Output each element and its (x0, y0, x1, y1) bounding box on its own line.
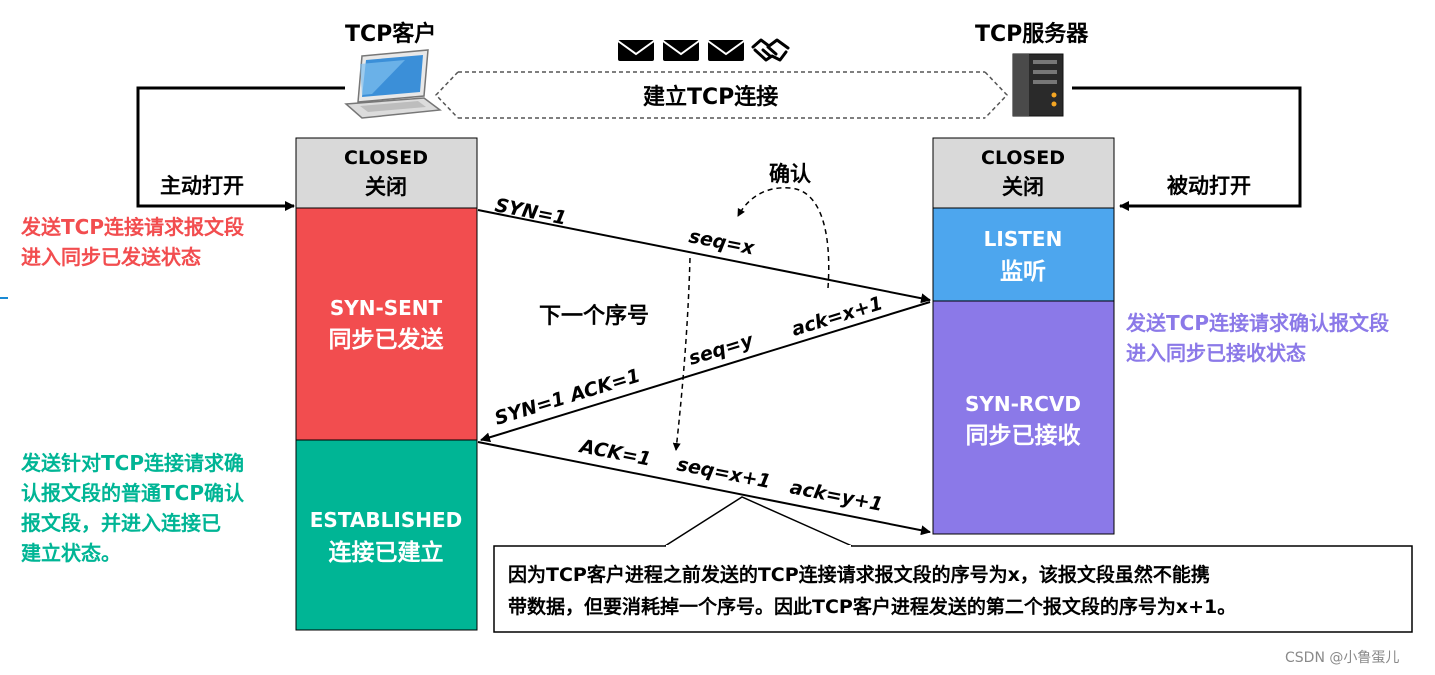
server-listen-en: LISTEN (984, 227, 1063, 251)
connection-label: 建立TCP连接 (643, 84, 778, 110)
client-established-zh: 连接已建立 (329, 539, 444, 566)
server-send-note-1: 发送TCP连接请求确认报文段 (1125, 311, 1389, 335)
client-syn-sent-en: SYN-SENT (330, 296, 443, 320)
client-state-established (295, 439, 478, 631)
synack-ack-label: ack=x+1 (789, 292, 885, 341)
server-syn-rcvd-zh: 同步已接收 (966, 422, 1081, 449)
server-send-note-2: 进入同步已接收状态 (1126, 341, 1306, 365)
server-closed-zh: 关闭 (1002, 175, 1044, 199)
client-state-syn-sent (295, 207, 478, 441)
client-ack-note-4: 建立状态。 (21, 541, 121, 565)
server-state-syn-rcvd (932, 300, 1115, 535)
server-closed-en: CLOSED (981, 147, 1065, 169)
active-open-arrow (136, 86, 345, 211)
client-ack-note-3: 报文段，并进入连接已 (21, 511, 221, 535)
client-closed-zh: 关闭 (365, 175, 407, 199)
confirm-label: 确认 (769, 162, 811, 186)
watermark: CSDN @小鲁蛋儿 (1285, 650, 1399, 666)
synack-segment-arrow (480, 301, 931, 443)
passive-open-arrow (1072, 86, 1302, 211)
client-send-note-2: 进入同步已发送状态 (21, 245, 201, 269)
server-state-listen (932, 207, 1115, 302)
client-established-en: ESTABLISHED (310, 508, 462, 532)
client-state-column: CLOSED 关闭 SYN-SENT 同步已发送 ESTABLISHED 连接已… (295, 137, 478, 631)
client-ack-note-2: 认报文段的普通TCP确认 (21, 481, 245, 505)
ack-segment-arrow (477, 441, 931, 536)
explanation-callout-pointer (664, 496, 853, 547)
client-syn-sent-zh: 同步已发送 (329, 326, 444, 353)
client-send-note-1: 发送TCP连接请求报文段 (20, 215, 244, 239)
ack-flag-label: ACK=1 (576, 435, 653, 471)
passive-open-label: 被动打开 (1167, 174, 1251, 198)
server-state-column: CLOSED 关闭 LISTEN 监听 SYN-RCVD 同步已接收 (932, 137, 1115, 535)
envelope-icon (707, 40, 745, 61)
explanation-line-2: 带数据，但要消耗掉一个序号。因此TCP客户进程发送的第二个报文段的序号为x+1。 (508, 595, 1236, 618)
next-seq-arrow (672, 257, 691, 451)
explanation-box (493, 545, 1413, 633)
explanation-line-1: 因为TCP客户进程之前发送的TCP连接请求报文段的序号为x，该报文段虽然不能携 (508, 563, 1210, 586)
client-title: TCP客户 (345, 21, 436, 47)
server-icon (1012, 53, 1064, 117)
next-seq-label: 下一个序号 (539, 303, 649, 329)
client-state-closed (295, 137, 478, 209)
server-listen-zh: 监听 (1000, 259, 1046, 285)
ack-ack-label: ack=y+1 (788, 476, 885, 516)
active-open-label: 主动打开 (160, 174, 244, 198)
laptop-icon (344, 49, 442, 119)
handshake-icon (751, 38, 790, 62)
client-ack-note-1: 发送针对TCP连接请求确 (20, 451, 244, 475)
ack-seq-label: seq=x+1 (675, 453, 773, 493)
synack-seq-label: seq=y (686, 329, 757, 370)
server-state-closed (932, 137, 1115, 209)
client-closed-en: CLOSED (344, 147, 428, 169)
syn-segment-arrow (477, 209, 931, 304)
server-syn-rcvd-en: SYN-RCVD (965, 392, 1081, 416)
envelope-icon (662, 40, 700, 61)
syn-flag-label: SYN=1 (493, 194, 568, 229)
connection-arrow (434, 71, 1009, 119)
server-title: TCP服务器 (975, 22, 1089, 47)
envelope-icon (617, 40, 655, 61)
